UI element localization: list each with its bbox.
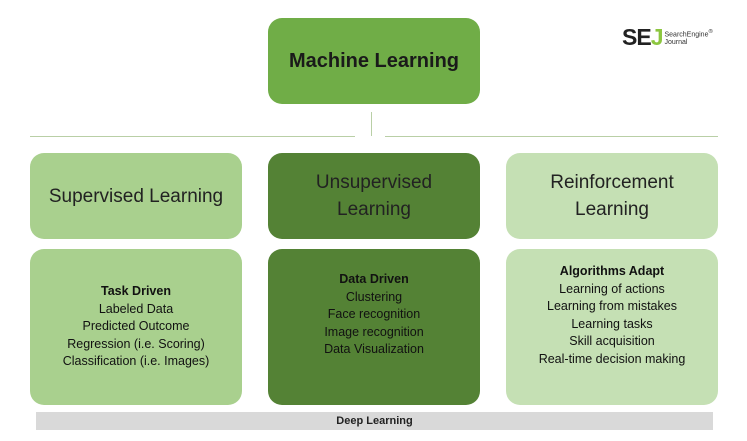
details-item: Real-time decision making	[538, 351, 686, 366]
root-label: Machine Learning	[288, 49, 460, 72]
category-unsupervised-learning: Unsupervised Learning	[268, 153, 480, 239]
connector-right	[385, 136, 718, 137]
category-title-line2: Learning	[575, 199, 649, 220]
details-item: Learning from mistakes	[547, 299, 677, 313]
category-title-line2: Learning	[337, 199, 411, 220]
details-reinforcement-learning: Algorithms Adapt Learning of actions Lea…	[506, 249, 718, 405]
category-reinforcement-learning: Reinforcement Learning	[506, 153, 718, 239]
details-item: Labeled Data	[98, 301, 174, 316]
deep-learning-bar: Deep Learning	[36, 412, 713, 430]
details-unsupervised-learning: Data Driven Clustering Face recognition …	[268, 249, 480, 405]
details-item: Clustering	[345, 289, 403, 304]
connector-left	[30, 136, 355, 137]
details-item: Image recognition	[324, 324, 424, 339]
details-item: Regression (i.e. Scoring)	[67, 336, 205, 351]
category-title-line1: Reinforcement	[550, 172, 674, 193]
logo-subtitle: SearchEngine®Journal	[664, 28, 713, 47]
details-supervised-learning: Task Driven Labeled Data Predicted Outco…	[30, 249, 242, 405]
details-item: Skill acquisition	[569, 334, 655, 348]
details-item: Learning tasks	[571, 316, 653, 331]
logo-wordmark: SEJ	[622, 24, 663, 50]
connector-stem	[371, 112, 372, 136]
details-heading: Data Driven	[339, 272, 409, 286]
root-node-machine-learning: Machine Learning	[268, 18, 480, 104]
category-title-line1: Unsupervised	[315, 172, 433, 193]
details-item: Classification (i.e. Images)	[62, 354, 210, 369]
category-title-line1: Supervised Learning	[48, 185, 224, 207]
details-item: Face recognition	[327, 307, 421, 321]
details-item: Data Visualization	[324, 342, 424, 356]
details-heading: Algorithms Adapt	[559, 264, 665, 278]
details-item: Learning of actions	[559, 281, 665, 296]
sej-logo: SEJ SearchEngine®Journal	[622, 24, 713, 51]
details-item: Predicted Outcome	[82, 319, 190, 334]
category-supervised-learning: Supervised Learning	[30, 153, 242, 239]
details-heading: Task Driven	[101, 284, 171, 299]
deep-learning-label: Deep Learning	[336, 415, 413, 427]
